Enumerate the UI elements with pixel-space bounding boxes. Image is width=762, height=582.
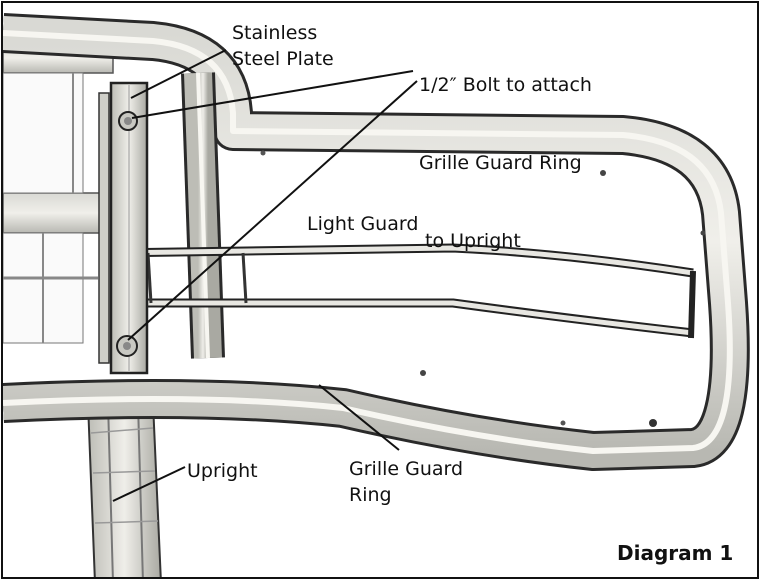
upright-post xyxy=(88,403,161,579)
label-stainless-line2: Steel Plate xyxy=(232,46,334,72)
label-bolt-line3: to Upright xyxy=(419,228,592,254)
background-grille xyxy=(3,43,113,343)
label-light-guard: Light Guard xyxy=(307,211,418,237)
label-ring-line1: Grille Guard xyxy=(349,456,463,482)
label-stainless-line1: Stainless xyxy=(232,20,334,46)
label-stainless-plate: Stainless Steel Plate xyxy=(232,20,334,72)
label-bolt-line2: Grille Guard Ring xyxy=(419,150,592,176)
label-bolt: 1/2″ Bolt to attach Grille Guard Ring to… xyxy=(419,20,592,306)
diagram-number: Diagram 1 xyxy=(617,541,733,565)
label-bolt-line1: 1/2″ Bolt to attach xyxy=(419,72,592,98)
label-ring-line2: Ring xyxy=(349,482,463,508)
label-grille-guard-ring: Grille Guard Ring xyxy=(349,456,463,508)
bolt-callout-line-top xyxy=(132,71,413,118)
label-upright: Upright xyxy=(187,458,258,484)
